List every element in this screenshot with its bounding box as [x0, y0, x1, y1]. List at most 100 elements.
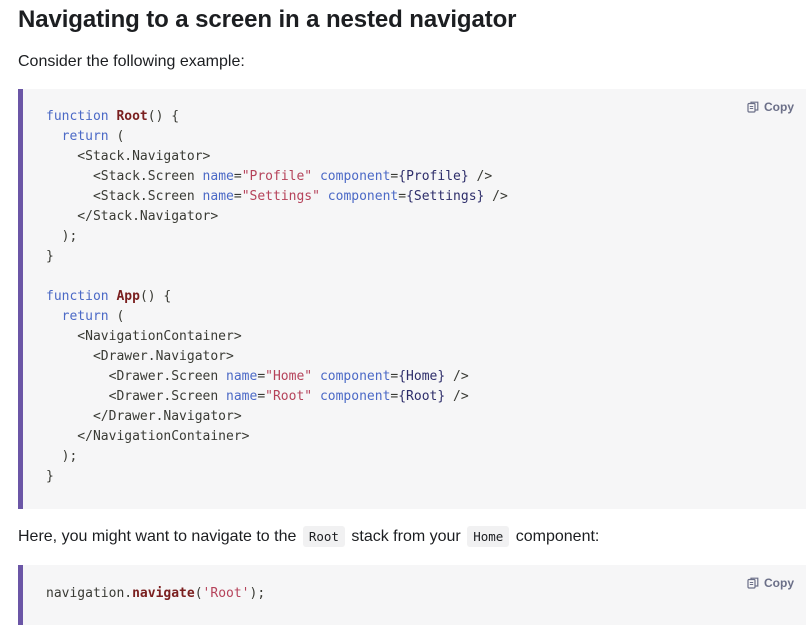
code-line: ); [46, 447, 508, 467]
code-token [46, 309, 62, 324]
code-token: component [319, 169, 391, 184]
code-token: <Drawer.Navigator> [46, 349, 234, 364]
code-token [320, 189, 328, 204]
code-token: () { [139, 289, 172, 304]
copy-icon [747, 577, 759, 589]
inline-code-root: Root [302, 526, 345, 547]
code-token: ); [46, 449, 78, 464]
code-token: <Stack.Screen [46, 169, 203, 184]
code-token: navigation. [46, 586, 133, 601]
code-token: = [390, 389, 399, 404]
code-token: App [116, 289, 140, 304]
code-line: return ( [46, 127, 508, 147]
code-line: <Drawer.Screen name="Home" component={Ho… [46, 367, 508, 387]
code-token: {Root} [398, 389, 446, 404]
code-token: 'Root' [202, 586, 250, 601]
code-token: {Settings} [406, 189, 485, 204]
code-token: <Drawer.Screen [46, 389, 227, 404]
code-token: = [398, 189, 407, 204]
text-segment: Here, you might want to navigate to the [18, 528, 301, 545]
code-token: = [233, 189, 242, 204]
code-line: </Drawer.Navigator> [46, 407, 508, 427]
explanation-paragraph: Here, you might want to navigate to the … [18, 526, 599, 548]
code-token: component [319, 369, 391, 384]
code-content: navigation.navigate('Root'); [46, 584, 265, 604]
code-line: <Drawer.Screen name="Root" component={Ro… [46, 387, 508, 407]
code-token: <Stack.Navigator> [46, 149, 211, 164]
code-token: } [46, 249, 54, 264]
code-token: = [390, 369, 399, 384]
code-token: ); [46, 229, 78, 244]
code-content: function Root() { return ( <Stack.Naviga… [46, 107, 508, 487]
code-line: <Stack.Screen name="Settings" component=… [46, 187, 508, 207]
copy-icon [747, 101, 759, 113]
text-segment: stack from your [346, 528, 466, 545]
code-line: return ( [46, 307, 508, 327]
code-token: component [327, 189, 399, 204]
code-token: = [390, 169, 399, 184]
code-token: "Settings" [241, 189, 320, 204]
code-token: <Stack.Screen [46, 189, 203, 204]
code-token: name [226, 369, 258, 384]
section-heading: Navigating to a screen in a nested navig… [18, 6, 517, 33]
code-token: name [202, 189, 234, 204]
code-token: </Stack.Navigator> [46, 209, 219, 224]
code-token: = [257, 369, 266, 384]
code-token: ( [194, 586, 203, 601]
code-token [46, 129, 62, 144]
code-token: <NavigationContainer> [46, 329, 242, 344]
code-line: <NavigationContainer> [46, 327, 508, 347]
copy-button[interactable]: Copy [747, 100, 794, 114]
code-token: {Home} [398, 369, 446, 384]
code-block-navigate: Copy navigation.navigate('Root'); [18, 565, 806, 625]
code-token: name [202, 169, 234, 184]
code-line: } [46, 247, 508, 267]
code-token: /> [445, 389, 469, 404]
code-line: ); [46, 227, 508, 247]
code-token: /> [484, 189, 508, 204]
code-line: <Stack.Screen name="Profile" component={… [46, 167, 508, 187]
code-token: component [319, 389, 391, 404]
code-token: "Home" [265, 369, 313, 384]
code-token: return [61, 309, 109, 324]
code-token: function [46, 289, 117, 304]
code-line [46, 267, 508, 287]
code-token: return [61, 129, 109, 144]
code-token: </NavigationContainer> [46, 429, 250, 444]
code-token: </Drawer.Navigator> [46, 409, 242, 424]
code-token: Root [116, 109, 148, 124]
code-line: } [46, 467, 508, 487]
code-token: <Drawer.Screen [46, 369, 227, 384]
inline-code-home: Home [467, 526, 510, 547]
code-line: </Stack.Navigator> [46, 207, 508, 227]
code-token [312, 369, 320, 384]
code-token: function [46, 109, 117, 124]
code-token: /> [445, 369, 469, 384]
code-line: <Drawer.Navigator> [46, 347, 508, 367]
code-token: () { [147, 109, 180, 124]
text-segment: component: [511, 528, 600, 545]
code-token: ); [249, 586, 266, 601]
code-line: function App() { [46, 287, 508, 307]
code-token: "Root" [265, 389, 313, 404]
code-token: {Profile} [398, 169, 469, 184]
code-token [312, 389, 320, 404]
code-line: </NavigationContainer> [46, 427, 508, 447]
copy-label: Copy [764, 576, 794, 590]
copy-button[interactable]: Copy [747, 576, 794, 590]
copy-label: Copy [764, 100, 794, 114]
code-token: = [233, 169, 242, 184]
code-token: } [46, 469, 54, 484]
code-token: navigate [132, 586, 195, 601]
code-block-root-app: Copy function Root() { return ( <Stack.N… [18, 89, 806, 509]
code-token: /> [468, 169, 493, 184]
code-token: = [257, 389, 266, 404]
intro-paragraph: Consider the following example: [18, 53, 245, 70]
code-token: "Profile" [241, 169, 313, 184]
code-token: ( [108, 129, 125, 144]
code-token: ( [108, 309, 125, 324]
code-line: <Stack.Navigator> [46, 147, 508, 167]
code-token: name [226, 389, 258, 404]
code-line: navigation.navigate('Root'); [46, 584, 265, 604]
code-line: function Root() { [46, 107, 508, 127]
